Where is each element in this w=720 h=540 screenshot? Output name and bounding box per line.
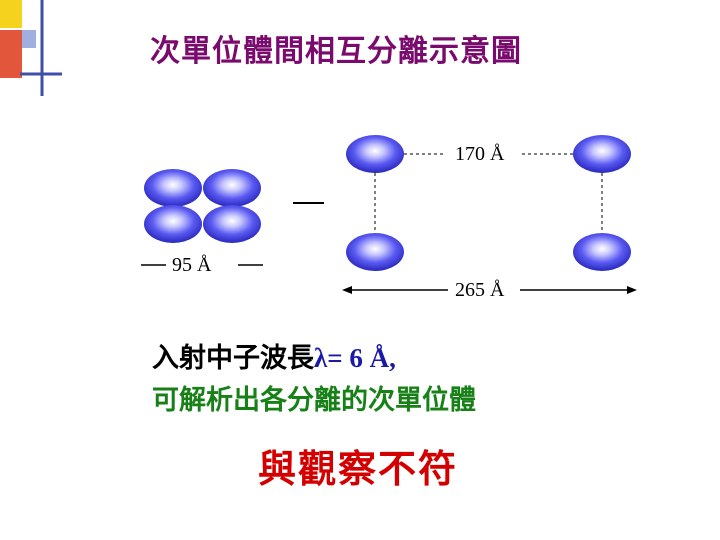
subunit-ellipse (573, 135, 631, 173)
compact-tetramer (144, 169, 261, 243)
wavelength-value: λ= 6 Å, (314, 343, 396, 373)
accent-blue-square (22, 30, 36, 48)
subunit-ellipse (203, 205, 261, 243)
subunit-ellipse (144, 205, 202, 243)
separated-width-dimension (342, 286, 637, 294)
neutron-wavelength-text: 入射中子波長λ= 6 Å, (152, 336, 396, 375)
wavelength-prefix: 入射中子波長 (152, 343, 314, 374)
resolution-text: 可解析出各分離的次單位體 (152, 385, 476, 416)
slide-title: 次單位體間相互分離示意圖 (150, 34, 522, 69)
compact-width-label: 95 Å (168, 254, 216, 277)
separated-subunits (346, 135, 631, 271)
accent-red-bar (0, 30, 22, 78)
subunit-ellipse (144, 169, 202, 207)
separated-top-label: 170 Å (451, 143, 509, 166)
subunit-ellipse (346, 233, 404, 271)
arrowhead-right (627, 286, 637, 294)
subunit-ellipse (573, 233, 631, 271)
conclusion-text: 與觀察不符 (258, 446, 459, 491)
subunit-ellipse (346, 135, 404, 173)
arrowhead-left (342, 286, 352, 294)
subunit-ellipse (203, 169, 261, 207)
dashed-connectors (374, 153, 603, 233)
accent-yellow-square (0, 0, 22, 28)
separated-width-label: 265 Å (451, 279, 509, 302)
